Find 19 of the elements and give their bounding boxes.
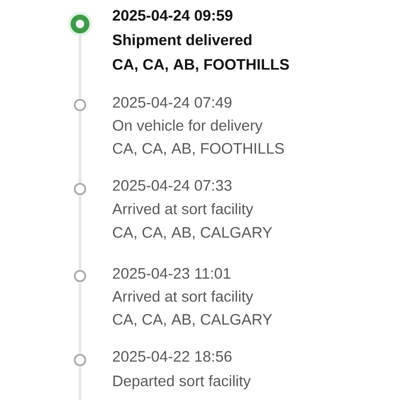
timestamp: 2025-04-23 11:01 bbox=[112, 268, 230, 279]
timestamp: 2025-04-24 09:59 bbox=[112, 10, 232, 21]
location-text: CA, CA, AB, CALGARY bbox=[112, 314, 272, 327]
status-dot bbox=[68, 12, 92, 36]
timestamp: 2025-04-24 07:49 bbox=[112, 97, 232, 108]
status-dot bbox=[74, 182, 86, 196]
status-text: Shipment delivered bbox=[112, 34, 252, 48]
status-text: Arrived at sort facility bbox=[112, 203, 254, 218]
location-text: CA, CA, AB, FOOTHILLS bbox=[112, 59, 289, 72]
status-dot bbox=[74, 354, 86, 366]
timestamp: 2025-04-22 18:56 bbox=[112, 351, 232, 362]
timestamp: 2025-04-24 07:33 bbox=[112, 180, 232, 191]
status-text: Arrived at sort facility bbox=[112, 290, 254, 305]
location-text: CA, CA, AB, CALGARY bbox=[112, 227, 272, 240]
status-dot bbox=[74, 270, 86, 282]
status-text: On vehicle for delivery bbox=[112, 120, 263, 134]
status-text: Departed sort facility bbox=[113, 375, 251, 390]
location-text: CA, CA, AB, FOOTHILLS bbox=[112, 143, 284, 156]
status-dot bbox=[74, 98, 86, 112]
